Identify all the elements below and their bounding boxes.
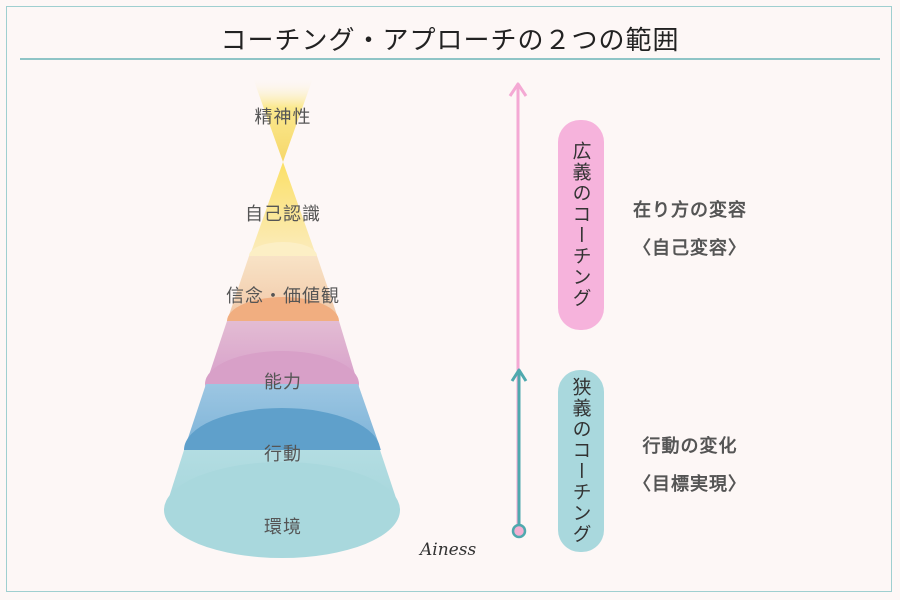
page-title: コーチング・アプローチの２つの範囲 [220, 26, 680, 56]
level-label-belief: 信念・価値観 [226, 286, 340, 307]
spirit-band [253, 78, 313, 162]
level-label-behavior: 行動 [264, 444, 302, 465]
arrow-origin-dot [511, 523, 527, 539]
identity-band [249, 162, 317, 258]
level-label-identity: 自己認識 [245, 204, 321, 225]
level-label-environment: 環境 [264, 517, 302, 538]
broad-arrow-head [508, 82, 528, 97]
broad-coaching-label: 広義のコーチング [569, 141, 592, 309]
outer-frame [6, 6, 892, 592]
narrow-coaching-pill: 狭義のコーチング [558, 370, 604, 552]
narrow-desc-primary: 行動の変化 [642, 436, 738, 457]
level-label-capability: 能力 [264, 372, 302, 393]
broad-desc-primary: 在り方の変容 [633, 200, 747, 221]
signature-logo: Ainess [420, 540, 477, 560]
narrow-coaching-label: 狭義のコーチング [569, 377, 592, 545]
broad-desc-secondary: 〈自己変容〉 [633, 238, 747, 259]
broad-coaching-pill: 広義のコーチング [558, 120, 604, 330]
level-label-spirit: 精神性 [254, 107, 312, 128]
narrow-arrow-head [510, 368, 528, 382]
narrow-desc-secondary: 〈目標実現〉 [633, 474, 747, 495]
environment-disc [164, 462, 400, 558]
title-underline [20, 58, 880, 60]
